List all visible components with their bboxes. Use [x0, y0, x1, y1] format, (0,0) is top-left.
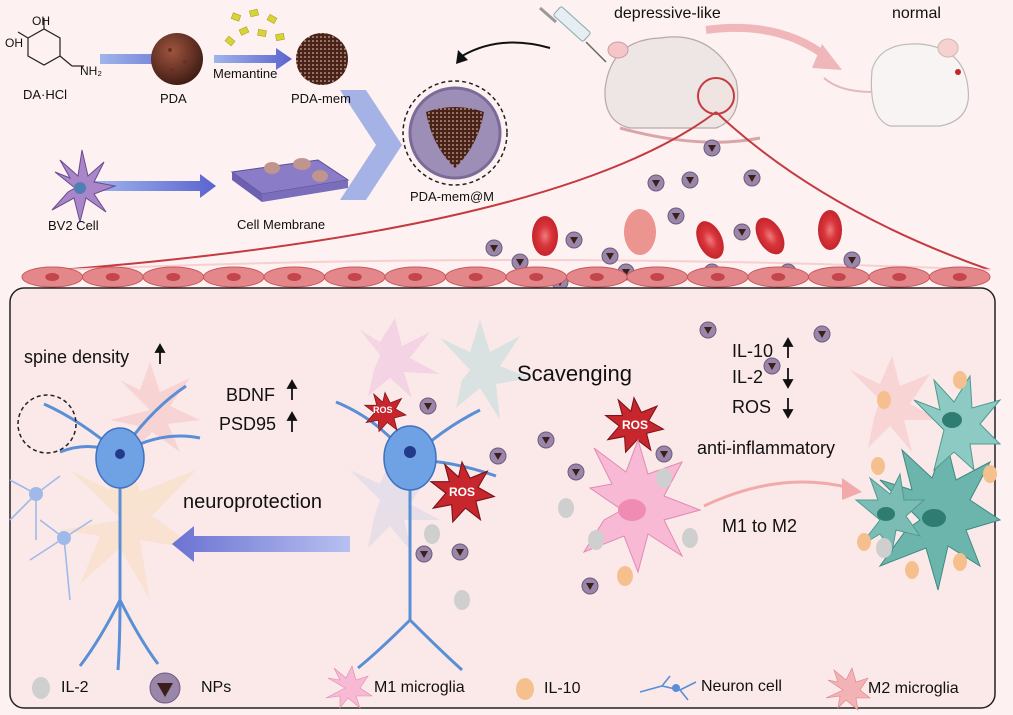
- endothelial-nucleus: [468, 273, 483, 281]
- legend-m2-label: M2 microglia: [868, 680, 959, 697]
- merge-chevron-icon: [340, 90, 402, 200]
- neuroprotection-arrow: [172, 526, 350, 562]
- m1-to-m2-arrow: [703, 480, 851, 508]
- m1-to-m2-label: M1 to M2: [722, 516, 798, 536]
- endothelial-nucleus: [105, 273, 120, 281]
- normal-label: normal: [892, 5, 941, 22]
- depressive-mouse-icon: [604, 36, 761, 144]
- endothelial-nucleus: [226, 273, 241, 281]
- neuroprotection-label: neuroprotection: [183, 491, 322, 513]
- spine-density-label: spine density: [24, 347, 130, 367]
- arrow-mouse-to-np: [461, 41, 551, 57]
- spine-zoom-circle: [17, 394, 77, 454]
- endothelial-nucleus: [952, 273, 967, 281]
- brain-panel: [9, 287, 996, 709]
- arrow-depressive-to-normal: [705, 24, 831, 62]
- legend-il2-label: IL-2: [61, 679, 89, 696]
- memantine-label: Memantine: [213, 66, 278, 81]
- ros-badge-small: ROS: [373, 405, 393, 415]
- endothelial-nucleus: [166, 273, 181, 281]
- psd95-label: PSD95: [219, 414, 277, 434]
- arrow-bv2-to-membrane: [94, 174, 216, 198]
- normal-mouse-icon: [823, 38, 970, 127]
- nh2-label: NH₂: [80, 64, 102, 78]
- endothelial-nucleus: [710, 273, 725, 281]
- depressive-label: depressive-like: [614, 5, 721, 22]
- pda-mem-label: PDA-mem: [291, 91, 351, 106]
- syringe-icon: [539, 6, 607, 63]
- pda-mem-m-label: PDA-mem@M: [410, 189, 494, 204]
- anti-inflammatory-label: anti-inflammatory: [697, 438, 836, 458]
- ros-indicator-label: ROS: [732, 397, 772, 417]
- endothelial-nucleus: [771, 273, 786, 281]
- endothelium-row: [21, 266, 991, 288]
- m2-microglia-cluster: [854, 374, 1002, 591]
- endothelial-nucleus: [529, 273, 544, 281]
- bv2-cell-label: BV2 Cell: [48, 218, 99, 233]
- arrow-pda-to-pdamem: [214, 48, 292, 70]
- pda-particle-icon: [151, 33, 203, 85]
- memantine-crystals-icon: [224, 8, 285, 47]
- endothelial-nucleus: [408, 273, 423, 281]
- pda-mem-particle-icon: [296, 33, 348, 85]
- endothelial-nucleus: [892, 273, 907, 281]
- cell-membrane-icon: [230, 158, 350, 202]
- il2-indicator-label: IL-2: [732, 367, 764, 387]
- oh-label-1: OH: [5, 36, 23, 50]
- endothelial-nucleus: [589, 273, 604, 281]
- pda-label: PDA: [160, 91, 187, 106]
- endothelial-nucleus: [650, 273, 665, 281]
- dopamine-molecule-icon: [17, 18, 84, 67]
- da-hcl-label: DA·HCl: [23, 87, 68, 102]
- arrow-dahcl-to-pda: [100, 46, 200, 72]
- ros-badge-large: ROS: [449, 485, 476, 499]
- legend-neuron-label: Neuron cell: [701, 678, 782, 695]
- red-blood-cells: [532, 209, 842, 259]
- m1-microglia-center: [582, 438, 702, 574]
- endothelial-nucleus: [287, 273, 302, 281]
- legend-il10-label: IL-10: [544, 680, 581, 697]
- indicator-arrows: [154, 337, 794, 432]
- legend-symbols: [32, 665, 871, 711]
- endothelial-nucleus: [45, 273, 60, 281]
- cell-membrane-label: Cell Membrane: [237, 217, 326, 232]
- scavenging-label: Scavenging: [517, 361, 632, 386]
- bdnf-label: BDNF: [226, 385, 275, 405]
- pda-mem-m-nanoparticle-icon: [402, 80, 508, 186]
- il10-indicator-label: IL-10: [732, 341, 774, 361]
- legend-m1-label: M1 microglia: [374, 679, 465, 696]
- endothelial-nucleus: [347, 273, 362, 281]
- endothelial-nucleus: [831, 273, 846, 281]
- legend-nps-label: NPs: [201, 679, 232, 696]
- oh-label-2: OH: [32, 14, 50, 28]
- bv2-microglia-icon: [51, 149, 117, 223]
- ros-badge-scavenge: ROS: [622, 418, 649, 432]
